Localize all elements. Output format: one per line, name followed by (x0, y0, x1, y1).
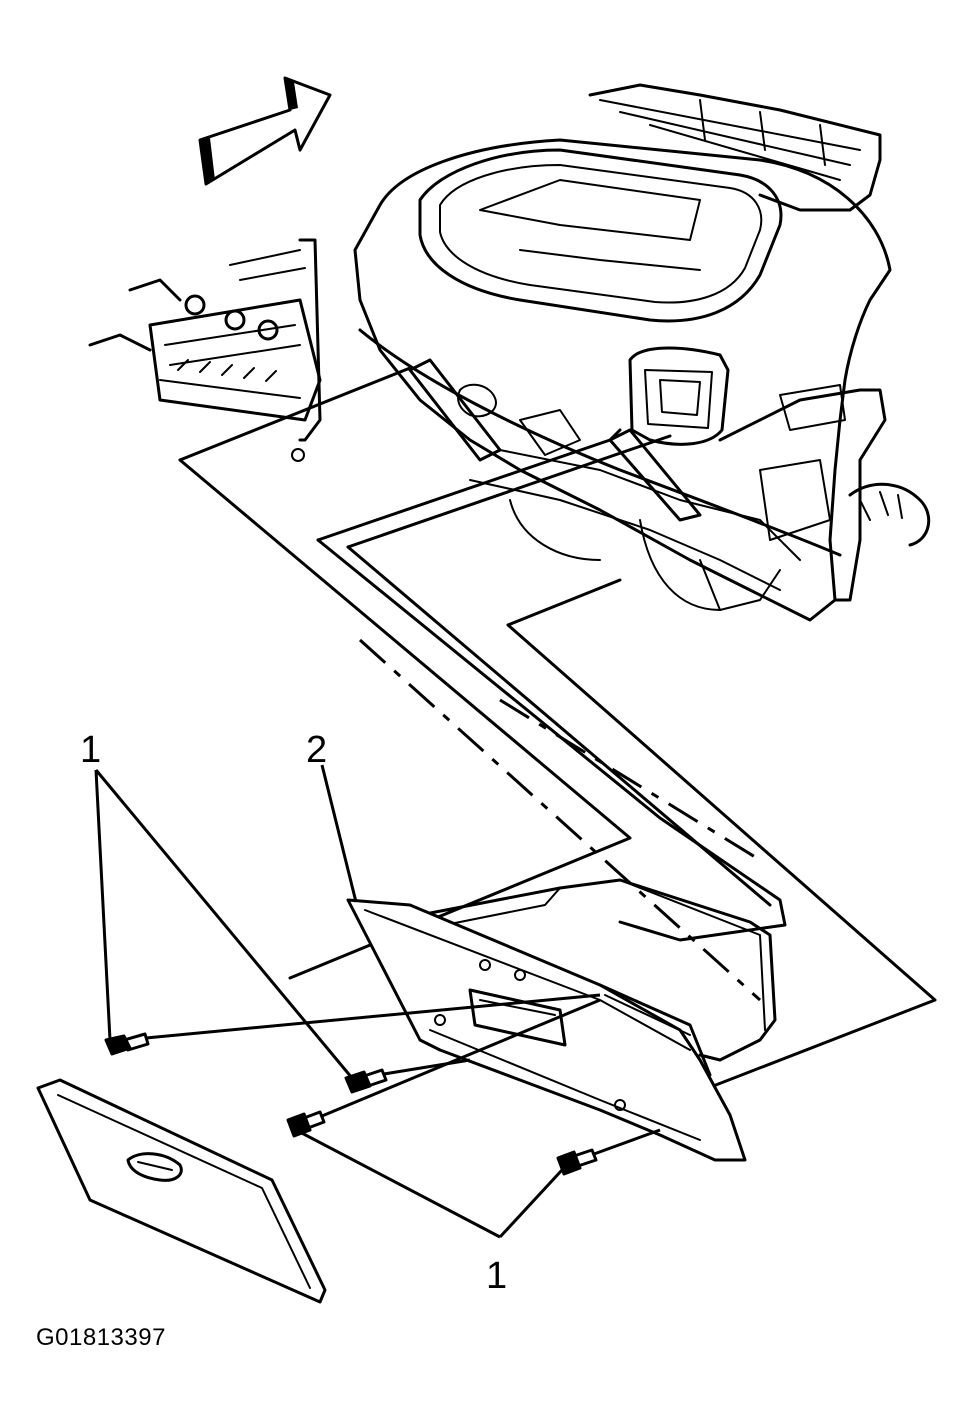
callout-label-2: 2 (306, 729, 327, 771)
fastener-upper-left (104, 993, 601, 1056)
callout-leader-1-bottom (295, 1128, 564, 1239)
glove-box-assembly (346, 878, 777, 1162)
figure-id: G01813397 (36, 1324, 166, 1351)
glove-box-door-panel (36, 1078, 327, 1304)
callout-leader-2 (320, 764, 358, 903)
fastener-lower-right (556, 1128, 661, 1176)
forward-arrow-icon (198, 76, 332, 186)
callout-label-1-bottom: 1 (486, 1255, 507, 1297)
instrument-panel (353, 83, 931, 622)
fastener-lower-left (286, 998, 601, 1138)
center-stack (88, 238, 322, 462)
callout-leader-1-left (94, 769, 354, 1079)
fastener-center-left (344, 1058, 471, 1094)
callout-label-1-left: 1 (80, 729, 101, 771)
